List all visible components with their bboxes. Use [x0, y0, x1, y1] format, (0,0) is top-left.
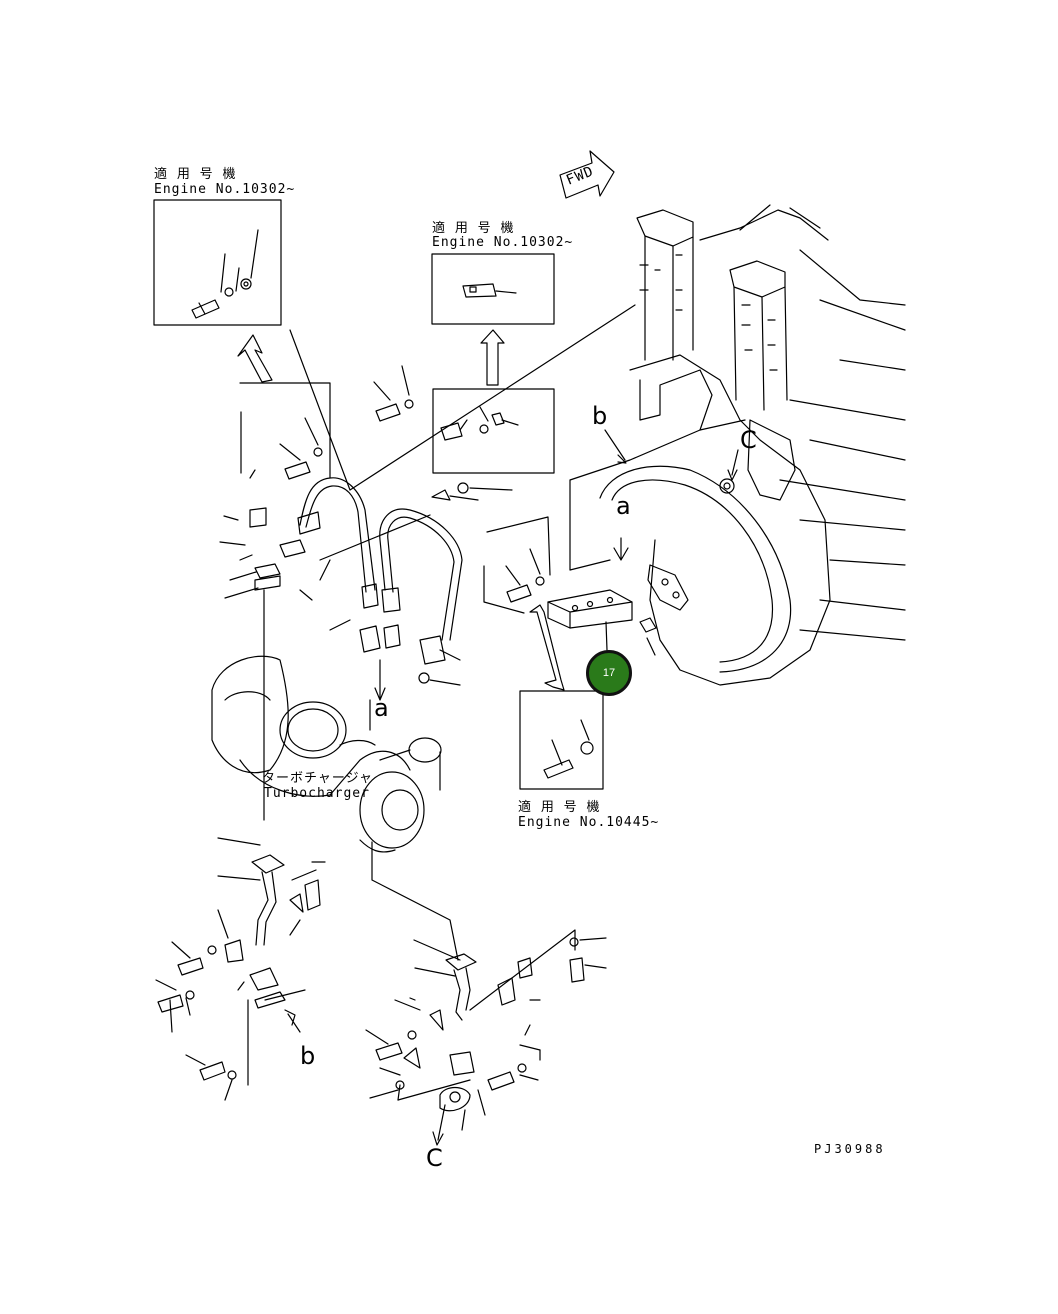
fwd-arrow-icon	[559, 150, 615, 199]
inset-middle-jp-label: 適 用 号 機	[432, 221, 515, 236]
part-callout-number: 17	[602, 667, 616, 679]
bolts-upper	[279, 365, 545, 603]
turbocharger-jp-label: ターボチャージャ	[262, 771, 373, 786]
ref-letter-b-bottom: b	[300, 1042, 316, 1070]
turbocharger-unit	[211, 655, 459, 961]
ref-letter-c-bottom: C	[426, 1144, 443, 1172]
inset-box-middle	[431, 253, 555, 386]
inset-left-engine-label: Engine No.10302~	[154, 182, 296, 197]
inset-bottom-jp-label: 適 用 号 機	[518, 800, 601, 815]
oil-hoses	[219, 304, 636, 821]
inset-bottom-engine-label: Engine No.10445~	[518, 815, 660, 830]
turbocharger-en-label: Turbocharger	[264, 786, 370, 801]
part-callout-17[interactable]: 17	[586, 650, 632, 696]
drawing-code: PJ30988	[814, 1142, 886, 1156]
inset-box-left	[153, 199, 282, 383]
ref-letter-b-top: b	[592, 402, 608, 430]
inset-left-jp-label: 適 用 号 機	[154, 167, 237, 182]
ref-letter-c-right: C	[740, 426, 757, 454]
ref-letter-a-top: a	[616, 492, 631, 520]
drain-pipe-left	[155, 837, 326, 1101]
inset-middle-engine-label: Engine No.10302~	[432, 235, 574, 250]
engine-block	[569, 204, 906, 686]
mount-bracket	[547, 537, 689, 656]
ref-letter-a-left: a	[374, 694, 389, 722]
bracket-frames	[239, 382, 555, 614]
reference-leaders	[604, 429, 739, 481]
drain-pipe-right	[365, 929, 607, 1146]
inset-box-bottom	[519, 604, 604, 790]
